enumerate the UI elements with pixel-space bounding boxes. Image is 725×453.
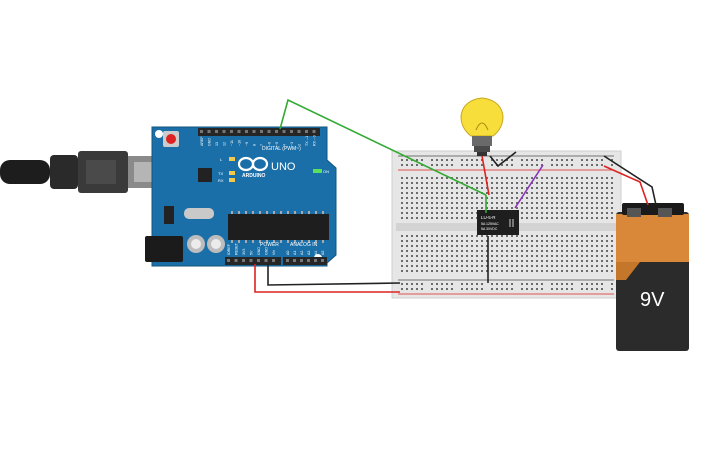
battery-label: 9V bbox=[640, 289, 665, 311]
analog-pin-label-4: A4 bbox=[314, 251, 318, 255]
digital-pin-label-9: ~6 bbox=[268, 142, 272, 146]
wire-red-bulb[interactable] bbox=[481, 155, 490, 196]
relay-label-2: 5A 125VAC bbox=[481, 222, 499, 226]
analog-pin-label-2: A2 bbox=[300, 251, 304, 255]
digital-pin-label-13: 2 bbox=[298, 144, 302, 146]
chip-pins bbox=[231, 211, 324, 243]
analog-pin-label-5: A5 bbox=[321, 251, 325, 255]
digital-pin-label-8: 7 bbox=[260, 144, 264, 146]
wire-red-battery[interactable] bbox=[603, 165, 649, 206]
relay-label-3: 5A 30VDC bbox=[481, 227, 498, 231]
digital-header-holes[interactable] bbox=[200, 130, 316, 133]
arduino-logo-icon bbox=[237, 156, 269, 172]
digital-header[interactable] bbox=[198, 128, 320, 136]
relay-label-1: LU-5-R bbox=[481, 215, 496, 220]
led-label-rx: RX bbox=[218, 178, 224, 183]
digital-pin-label-10: ~5 bbox=[275, 142, 279, 146]
digital-pin-label-4: ~11 bbox=[230, 140, 234, 146]
analog-header-label: ANALOG IN bbox=[290, 242, 318, 248]
power-pin-label-0: IOREF bbox=[227, 243, 231, 255]
battery-terminal-positive[interactable] bbox=[658, 208, 672, 217]
led-label-l: L bbox=[220, 157, 223, 162]
digital-pin-label-5: ~10 bbox=[238, 140, 242, 146]
power-pin-label-3: 5V bbox=[250, 250, 254, 255]
led-label-on: ON bbox=[323, 169, 329, 174]
wire-black-battery[interactable] bbox=[603, 155, 657, 206]
power-pin-label-5: GND bbox=[265, 247, 269, 255]
digital-pin-label-6: ~9 bbox=[245, 142, 249, 146]
power-pin-label-6: Vin bbox=[272, 250, 276, 255]
wire-black-bulb[interactable] bbox=[489, 151, 517, 168]
digital-pin-label-0: AREF bbox=[200, 136, 204, 146]
light-bulb[interactable] bbox=[460, 97, 504, 156]
wire-black-gnd[interactable] bbox=[267, 264, 401, 286]
digital-pin-label-1: GND bbox=[208, 138, 212, 146]
wire-green-signal[interactable] bbox=[279, 98, 487, 196]
dc-power-jack bbox=[145, 236, 183, 262]
reset-button-cap[interactable] bbox=[166, 134, 176, 144]
analog-pin-label-0: A0 bbox=[286, 251, 290, 255]
power-pin-label-1: RESET bbox=[235, 242, 239, 255]
breadboard-holes[interactable] bbox=[401, 159, 613, 290]
analog-pin-label-1: A1 bbox=[293, 251, 297, 255]
power-header-label: POWER bbox=[260, 242, 279, 248]
digital-pin-label-7: 8 bbox=[253, 144, 257, 146]
power-pin-label-2: 3V3 bbox=[242, 249, 246, 255]
arduino-uno-board[interactable]: ARDUINO UNO DIGITAL (PWM~) POWER ANALOG … bbox=[145, 126, 337, 267]
breadboard[interactable] bbox=[391, 150, 622, 299]
power-pin-label-4: GND bbox=[257, 247, 261, 255]
digital-pin-label-11: 4 bbox=[283, 144, 287, 146]
analog-header[interactable] bbox=[283, 257, 327, 265]
digital-pin-label-15: RX←0 bbox=[313, 135, 317, 146]
power-header[interactable] bbox=[225, 257, 281, 265]
battery-terminal-negative[interactable] bbox=[627, 208, 641, 217]
atmega-chip bbox=[228, 214, 329, 240]
digital-header-label: DIGITAL (PWM~) bbox=[262, 146, 301, 152]
usb-cable bbox=[0, 151, 164, 193]
power-led bbox=[313, 169, 322, 173]
digital-pin-label-3: 12 bbox=[223, 142, 227, 146]
digital-pin-label-12: ~3 bbox=[290, 142, 294, 146]
digital-pin-label-2: 13 bbox=[215, 142, 219, 146]
bottom-header-holes[interactable] bbox=[227, 259, 324, 262]
board-brand: ARDUINO bbox=[242, 173, 265, 179]
wire-purple[interactable] bbox=[514, 164, 544, 209]
led-label-tx: TX bbox=[218, 171, 223, 176]
digital-pin-label-14: TX→1 bbox=[305, 136, 309, 146]
wires[interactable] bbox=[254, 98, 657, 293]
relay[interactable]: LU-5-R 5A 125VAC 5A 30VDC bbox=[477, 210, 519, 235]
analog-pin-label-3: A3 bbox=[307, 251, 311, 255]
battery-9v[interactable]: 9V bbox=[616, 203, 689, 351]
board-model: UNO bbox=[271, 161, 296, 173]
wire-red-5v[interactable] bbox=[254, 264, 400, 293]
